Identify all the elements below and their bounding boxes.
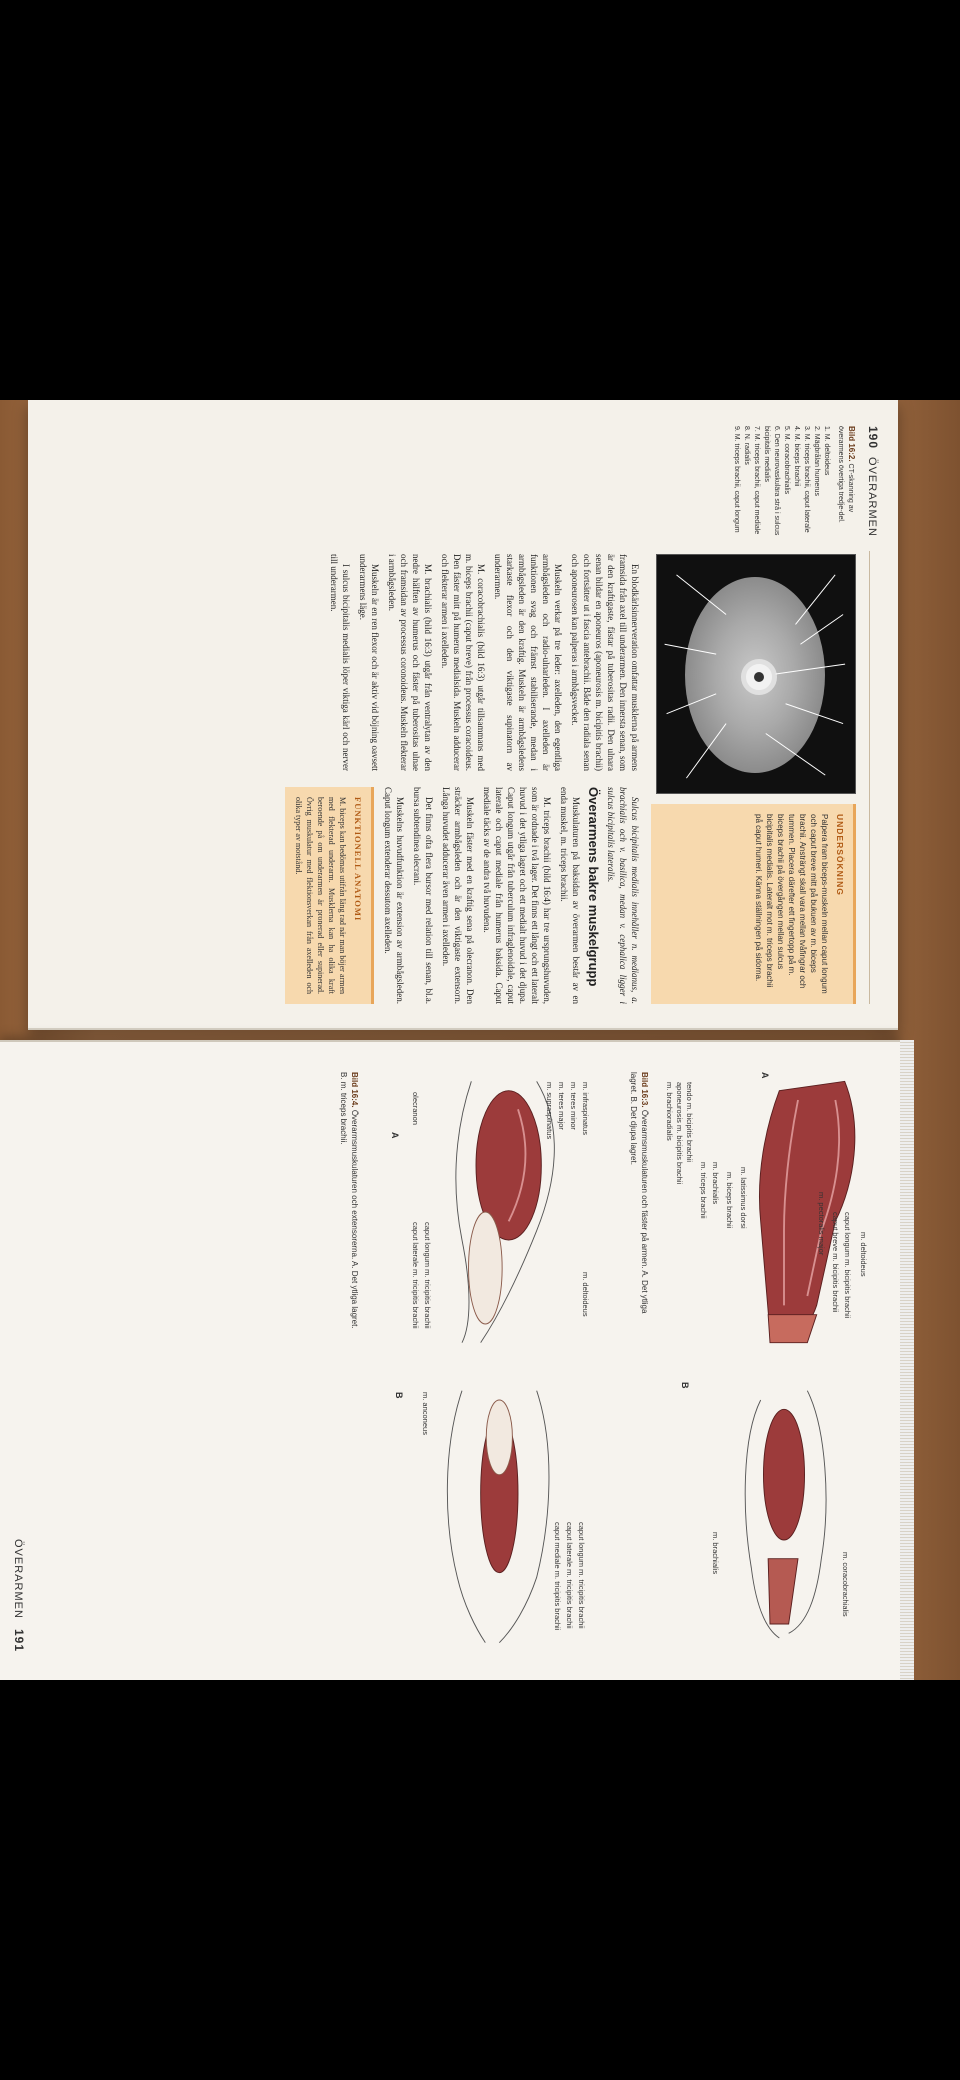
triceps-illustration	[446, 1390, 550, 1643]
section-heading: Överarmens bakre muskelgrupp	[586, 787, 601, 987]
label: caput breve m. bicipitis brachii	[831, 1212, 840, 1313]
label: m. pectoralis major	[817, 1192, 826, 1256]
page-edge	[900, 1040, 914, 1680]
page-running-title: ÖVERARMEN	[866, 457, 878, 537]
page-190: 190 ÖVERARMEN Bild 16:2. CT-skanning av …	[28, 400, 898, 1030]
label: m. triceps brachii	[699, 1162, 708, 1219]
arm-back-muscles-illustration	[455, 1081, 555, 1343]
paragraph: I sulcus bicipitalis medialis löper vikt…	[329, 554, 351, 771]
figure-16-4-a: m. deltoideus m. infraspinatus m. teres …	[380, 1072, 600, 1352]
ct-figure-caption: Bild 16:2. CT-skanning av överarmens öve…	[46, 426, 856, 536]
undersokning-box: UNDERSÖKNING Palpera fram biceps-muskeln…	[651, 804, 856, 1004]
paragraph: Det finns ofta flera bursor med relation…	[412, 787, 434, 1004]
body-column-1: En blodkärlsinnerveration omfattar muskl…	[46, 554, 641, 771]
book-photo: 190 ÖVERARMEN Bild 16:2. CT-skanning av …	[0, 400, 960, 1680]
label: m. latissimus dorsi	[739, 1167, 748, 1229]
label: m. deltoideus	[859, 1232, 868, 1277]
anatomy-box-text: M. biceps kan bedömas utifrån läng rad n…	[294, 797, 347, 994]
caption-16-3: Bild 16:3. Överarmsmuskulaturen och fäst…	[628, 1072, 650, 1332]
figure-letter: A	[760, 1072, 770, 1079]
label: caput laterale m. tricipitis brachii	[411, 1222, 420, 1329]
label: caput longum m. tricipitis brachii	[577, 1522, 586, 1629]
label: m. infraspinatus	[581, 1082, 590, 1135]
label: caput mediale m. tricipitis brachii	[553, 1522, 562, 1631]
paragraph: M. coracobrachialis (bild 16:3) utgår ti…	[440, 554, 486, 771]
caption-item: 1. M. deltoideus	[823, 426, 830, 476]
page-number: 191	[12, 1628, 26, 1652]
label: m. anconeus	[421, 1392, 430, 1435]
caption-item: 6. Den neurovaskulära strå i sulcus bici…	[763, 426, 780, 536]
label: m. teres minor	[569, 1082, 578, 1130]
ct-scan-image	[656, 554, 856, 794]
label: m. teres major	[557, 1082, 566, 1130]
paragraph: Muskelns huvudfunktion är extension av a…	[383, 787, 405, 1004]
caption-title: Bild 16:2.	[847, 426, 856, 462]
paragraph: Muskeln verkar på tre leder: axelleden, …	[493, 554, 563, 771]
label: caput longum m. bicipitis brachii	[843, 1212, 852, 1319]
paragraph: M. triceps brachii (bild 16:4) har tre u…	[482, 787, 552, 1004]
caption-16-4: Bild 16:4. Överarmsmuskulaturen och exte…	[338, 1072, 360, 1332]
figure-16-4-b: caput longum m. tricipitis brachii caput…	[380, 1372, 600, 1652]
caption-title: Bild 16:3.	[640, 1072, 649, 1108]
page-header-left: 190 ÖVERARMEN	[866, 426, 880, 1004]
label: caput laterale m. tricipitis brachii	[565, 1522, 574, 1629]
label: m. biceps brachii	[725, 1172, 734, 1229]
paragraph: Muskulaturen på baksidan av överarmen be…	[559, 787, 581, 1004]
label: m. deltoideus	[581, 1272, 590, 1317]
caption-text: Överarmsmuskulaturen och extensorerna. A…	[339, 1072, 359, 1329]
funktionell-anatomi-box: FUNKTIONELL ANATOMI M. biceps kan bedöma…	[285, 787, 374, 1004]
label: tendo m. bicipitis brachii	[685, 1082, 694, 1163]
caption-item: 4. M. biceps brachii	[793, 426, 800, 487]
caption-item: 8. N. radialis	[743, 426, 750, 465]
undersokning-title: UNDERSÖKNING	[835, 814, 845, 896]
label: olecranon	[411, 1092, 420, 1125]
label: aponeurosis m. bicipitis brachii	[675, 1082, 684, 1185]
arm-front-muscles-illustration	[758, 1080, 856, 1344]
italic-paragraph: Sulcus bicipitalis medialis innehåller n…	[606, 787, 640, 1004]
paragraph: Muskeln fäster med en kraftig sena på ol…	[441, 787, 475, 1004]
figure-letter: B	[680, 1382, 690, 1389]
figure-16-3-a: m. deltoideus caput longum m. bicipitis …	[660, 1072, 880, 1352]
caption-title: Bild 16:4.	[350, 1072, 359, 1108]
caption-item: 2. Mägbrålan humerus	[813, 426, 820, 497]
page-191: m. deltoideus caput longum m. bicipitis …	[0, 1040, 900, 1680]
body-column-2: Sulcus bicipitalis medialis innehåller n…	[46, 787, 641, 1004]
label: m. brachioradialis	[665, 1082, 674, 1141]
caption-list: 1. M. deltoideus 2. Mägbrålan humerus 3.…	[731, 426, 831, 536]
paragraph: M. brachialis (bild 16:3) utgår från ven…	[387, 554, 433, 771]
figure-letter: B	[394, 1392, 404, 1399]
caption-item: 7. M. triceps brachii, caput mediale	[753, 426, 760, 535]
ct-leader-lines	[664, 574, 846, 779]
caption-item: 3. M. triceps brachii, caput laterale	[803, 426, 810, 533]
paragraph: Muskeln är en ren flexor och är aktiv vi…	[358, 554, 380, 771]
label: m. brachialis	[711, 1162, 720, 1205]
undersokning-text: Palpera fram biceps-muskeln mellan caput…	[754, 814, 829, 994]
label: m. brachialis	[711, 1532, 720, 1575]
label: m. coracobrachialis	[841, 1552, 850, 1617]
figure-16-3-b: m. coracobrachialis m. brachialis B	[660, 1372, 880, 1652]
figure-letter: A	[390, 1132, 400, 1139]
caption-item: 5. M. coracobrachialis	[783, 426, 790, 495]
page-number: 190	[866, 426, 880, 450]
anatomy-box-title: FUNKTIONELL ANATOMI	[353, 797, 363, 922]
label: m. supraspinatus	[545, 1082, 554, 1140]
caption-item: 9. M. triceps brachii, caput longum	[733, 426, 740, 533]
page-running-title: ÖVERARMEN	[12, 1539, 24, 1619]
arm-deep-muscles-illustration	[744, 1390, 827, 1639]
label: caput longum m. tricipitis brachii	[423, 1222, 432, 1329]
paragraph: En blodkärlsinnerveration omfattar muskl…	[570, 554, 640, 771]
caption-text: Överarmsmuskulaturen och fäster på armen…	[629, 1072, 649, 1314]
page-header-right: ÖVERARMEN 191	[12, 1539, 26, 1652]
